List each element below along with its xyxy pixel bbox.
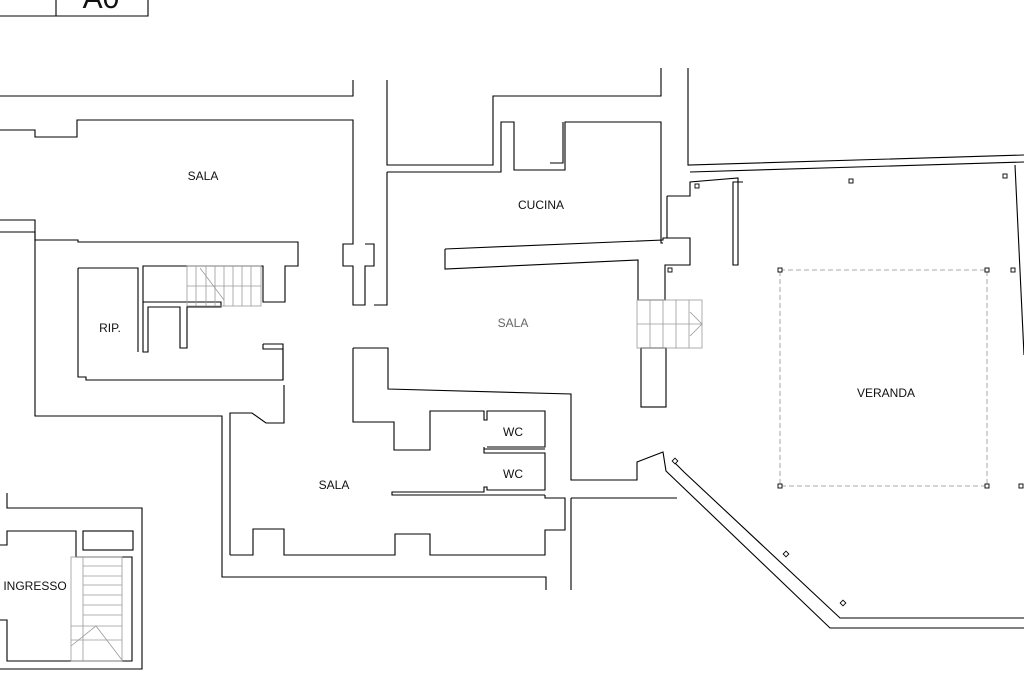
stair-ingresso: [70, 556, 123, 662]
room-labels: SALA CUCINA RIP. SALA VERANDA WC WC SALA…: [3, 169, 915, 593]
room-label-ingresso: INGRESSO: [3, 579, 66, 593]
sheet-code: A0: [83, 0, 120, 15]
room-label-cucina: CUCINA: [518, 198, 564, 212]
room-label-wc-upper: WC: [503, 425, 523, 439]
room-label-sala-top: SALA: [188, 169, 219, 183]
veranda-pergola: [667, 173, 1024, 607]
stair-center: [636, 299, 703, 349]
room-label-sala-bottom: SALA: [319, 478, 350, 492]
stairs: [70, 265, 703, 662]
walls: [0, 68, 1024, 670]
room-label-wc-lower: WC: [503, 467, 523, 481]
stair-rip: [186, 265, 262, 307]
room-label-sala-center: SALA: [498, 316, 529, 330]
room-label-rip: RIP.: [99, 321, 121, 335]
room-label-veranda: VERANDA: [857, 386, 915, 400]
title-block: A0: [0, 0, 149, 17]
